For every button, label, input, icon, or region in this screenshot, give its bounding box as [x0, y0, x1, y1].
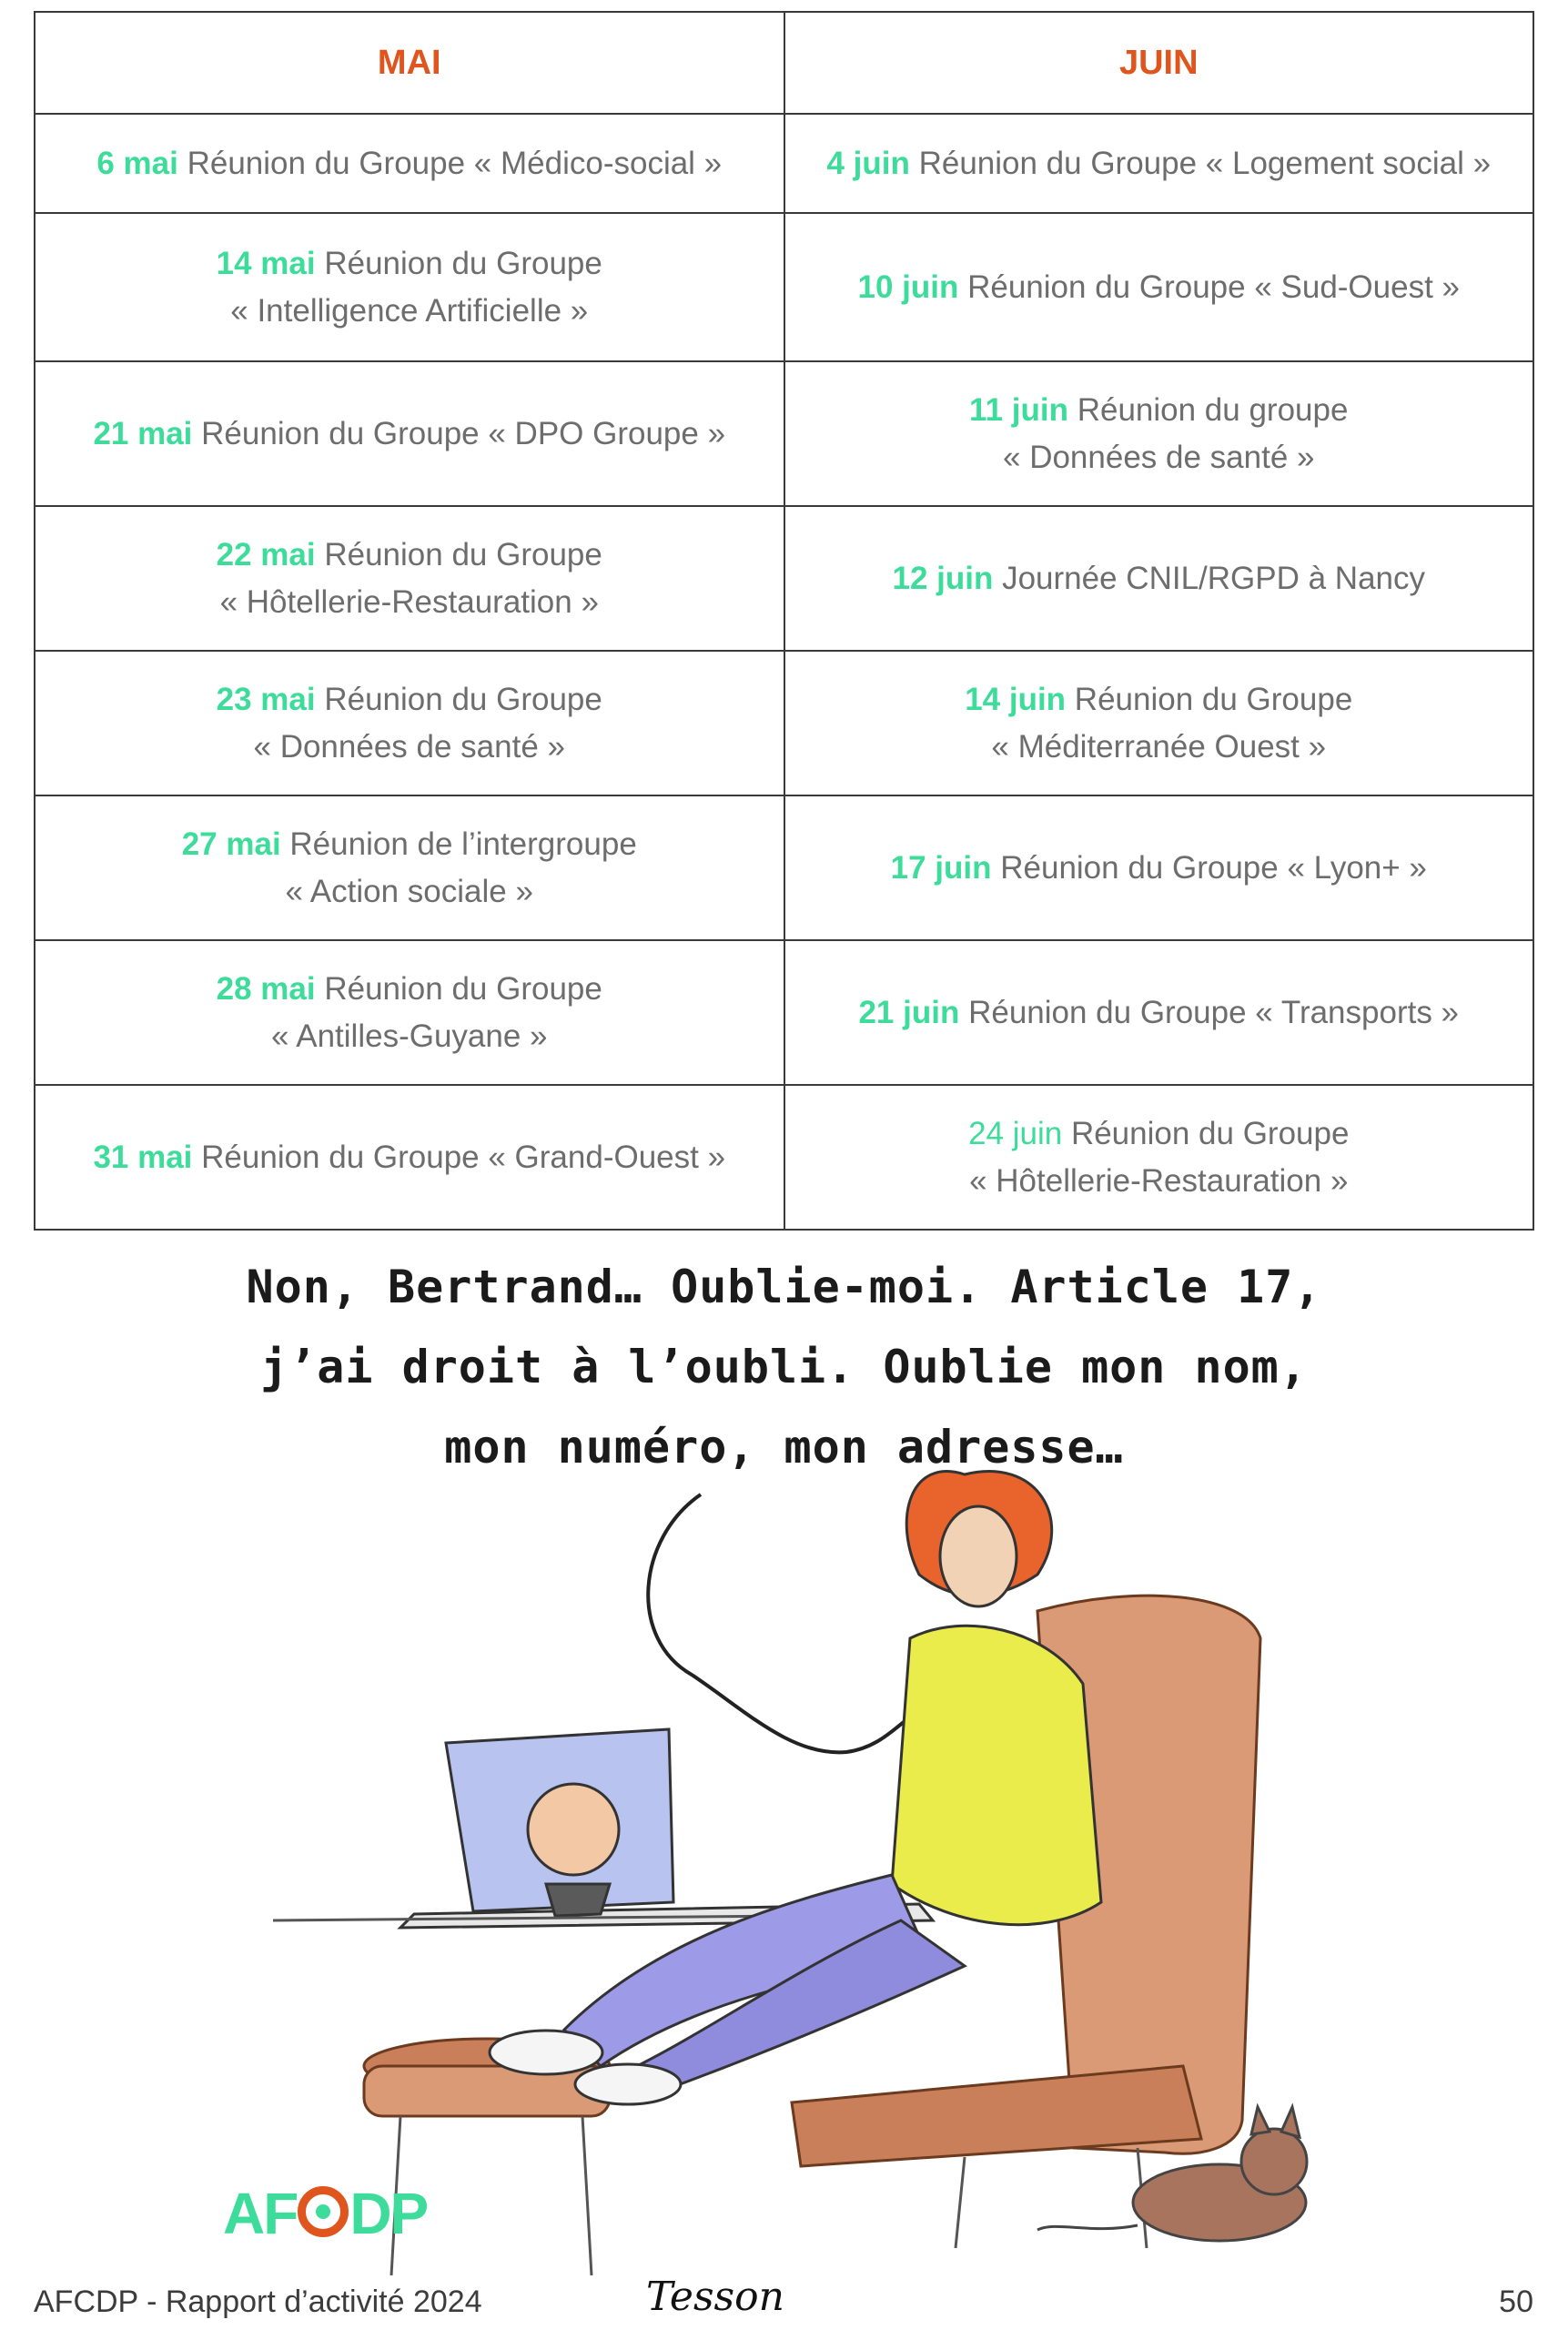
cartoon-caption: Non, Bertrand… Oublie-moi. Article 17, j…: [0, 1247, 1568, 1487]
event-text-line2: « Hôtellerie-Restauration »: [969, 1162, 1349, 1199]
event-cell: 24 juin Réunion du Groupe « Hôtellerie-Re…: [783, 1084, 1534, 1231]
event-cell: 6 mai Réunion du Groupe « Médico-social …: [34, 113, 785, 214]
table-row: 28 mai Réunion du Groupe « Antilles-Guyan…: [34, 939, 1534, 1086]
event-text: Réunion du Groupe « Médico-social »: [187, 145, 723, 181]
event-text: Réunion du Groupe: [1074, 681, 1353, 717]
event-text-line2: « Action sociale »: [285, 873, 533, 909]
event-text: Réunion du Groupe: [324, 681, 602, 717]
event-cell: 11 juin Réunion du groupe « Données de sa…: [783, 360, 1534, 507]
logo-target-icon: [298, 2186, 349, 2237]
event-text-line2: « Méditerranée Ouest »: [991, 728, 1327, 765]
event-cell: 27 mai Réunion de l’intergroupe « Action …: [34, 795, 785, 941]
event-cell: 10 juin Réunion du Groupe « Sud-Ouest »: [783, 212, 1534, 362]
afcdp-logo: AF DP: [223, 2180, 429, 2247]
event-text: Réunion du Groupe « Transports »: [968, 994, 1460, 1030]
table-row: 27 mai Réunion de l’intergroupe « Action …: [34, 795, 1534, 941]
event-text-line2: « Données de santé »: [253, 728, 565, 765]
event-cell: 21 juin Réunion du Groupe « Transports »: [783, 939, 1534, 1086]
logo-suffix: DP: [349, 2181, 429, 2246]
event-cell: 21 mai Réunion du Groupe « DPO Groupe »: [34, 360, 785, 507]
event-cell: 12 juin Journée CNIL/RGPD à Nancy: [783, 505, 1534, 652]
event-cell: 14 mai Réunion du Groupe « Intelligence A…: [34, 212, 785, 362]
event-date: 24 juin: [968, 1115, 1063, 1151]
event-text: Réunion du Groupe « Grand-Ouest »: [201, 1139, 726, 1175]
event-text: Réunion du Groupe: [324, 536, 602, 572]
event-cell: 28 mai Réunion du Groupe « Antilles-Guyan…: [34, 939, 785, 1086]
event-date: 28 mai: [216, 970, 316, 1007]
desk-edge: [272, 1914, 793, 1922]
event-text: Réunion du Groupe: [324, 245, 602, 281]
event-text: Réunion du Groupe « Logement social »: [918, 145, 1492, 181]
event-cell: 31 mai Réunion du Groupe « Grand-Ouest »: [34, 1084, 785, 1231]
table-row: 31 mai Réunion du Groupe « Grand-Ouest »…: [34, 1084, 1534, 1231]
artist-signature: Tesson: [646, 2274, 784, 2320]
page-number: 50: [1499, 2284, 1533, 2319]
cartoon-illustration: [272, 1470, 1309, 2276]
column-header-mai: MAI: [34, 11, 785, 115]
event-date: 31 mai: [93, 1139, 193, 1175]
woman: [488, 1470, 1103, 2106]
event-date: 17 juin: [890, 849, 992, 886]
event-text: Réunion du Groupe « DPO Groupe »: [201, 415, 726, 451]
speech-bubble-tail: [646, 1493, 920, 1755]
event-date: 22 mai: [216, 536, 316, 572]
column-header-juin: JUIN: [783, 11, 1534, 115]
event-date: 10 juin: [857, 268, 959, 305]
footer-text: AFCDP - Rapport d’activité 2024: [34, 2284, 482, 2319]
events-table: MAI JUIN 6 mai Réunion du Groupe « Médic…: [34, 11, 1534, 1231]
event-text-line2: « Antilles-Guyane »: [270, 1018, 548, 1054]
table-row: 23 mai Réunion du Groupe « Données de san…: [34, 650, 1534, 796]
event-date: 14 juin: [965, 681, 1067, 717]
event-date: 21 juin: [858, 994, 960, 1030]
caption-line: mon numéro, mon adresse…: [444, 1421, 1124, 1474]
event-date: 12 juin: [892, 560, 994, 596]
event-text: Réunion du Groupe « Lyon+ »: [1000, 849, 1427, 886]
logo-prefix: AF: [223, 2181, 298, 2246]
table-row: 6 mai Réunion du Groupe « Médico-social …: [34, 113, 1534, 214]
event-text: Réunion du Groupe: [1070, 1115, 1350, 1151]
event-date: 21 mai: [93, 415, 193, 451]
event-date: 4 juin: [826, 145, 910, 181]
cat: [1037, 2102, 1309, 2243]
armchair: [790, 1594, 1262, 2249]
event-date: 23 mai: [216, 681, 316, 717]
event-cell: 23 mai Réunion du Groupe « Données de san…: [34, 650, 785, 796]
table-row: 21 mai Réunion du Groupe « DPO Groupe » …: [34, 360, 1534, 507]
event-date: 11 juin: [969, 391, 1068, 428]
event-cell: 22 mai Réunion du Groupe « Hôtellerie-Res…: [34, 505, 785, 652]
table-row: 22 mai Réunion du Groupe « Hôtellerie-Res…: [34, 505, 1534, 652]
table-header-row: MAI JUIN: [34, 11, 1534, 115]
event-text: Réunion de l’intergroupe: [289, 826, 637, 862]
event-date: 14 mai: [216, 245, 316, 281]
caption-line: Non, Bertrand… Oublie-moi. Article 17,: [246, 1261, 1322, 1313]
event-cell: 4 juin Réunion du Groupe « Logement soci…: [783, 113, 1534, 214]
event-text-line2: « Hôtellerie-Restauration »: [219, 583, 599, 620]
event-text-line2: « Intelligence Artificielle »: [230, 292, 589, 329]
caption-line: j’ai droit à l’oubli. Oublie mon nom,: [260, 1341, 1308, 1393]
event-text: Réunion du Groupe « Sud-Ouest »: [967, 268, 1461, 305]
event-text: Réunion du groupe: [1077, 391, 1349, 428]
event-text: Réunion du Groupe: [324, 970, 602, 1007]
event-text-line2: « Données de santé »: [1003, 439, 1315, 475]
event-date: 6 mai: [96, 145, 178, 181]
event-text: Journée CNIL/RGPD à Nancy: [1002, 560, 1426, 596]
event-cell: 14 juin Réunion du Groupe « Méditerranée …: [783, 650, 1534, 796]
event-date: 27 mai: [181, 826, 281, 862]
table-row: 14 mai Réunion du Groupe « Intelligence A…: [34, 212, 1534, 362]
event-cell: 17 juin Réunion du Groupe « Lyon+ »: [783, 795, 1534, 941]
